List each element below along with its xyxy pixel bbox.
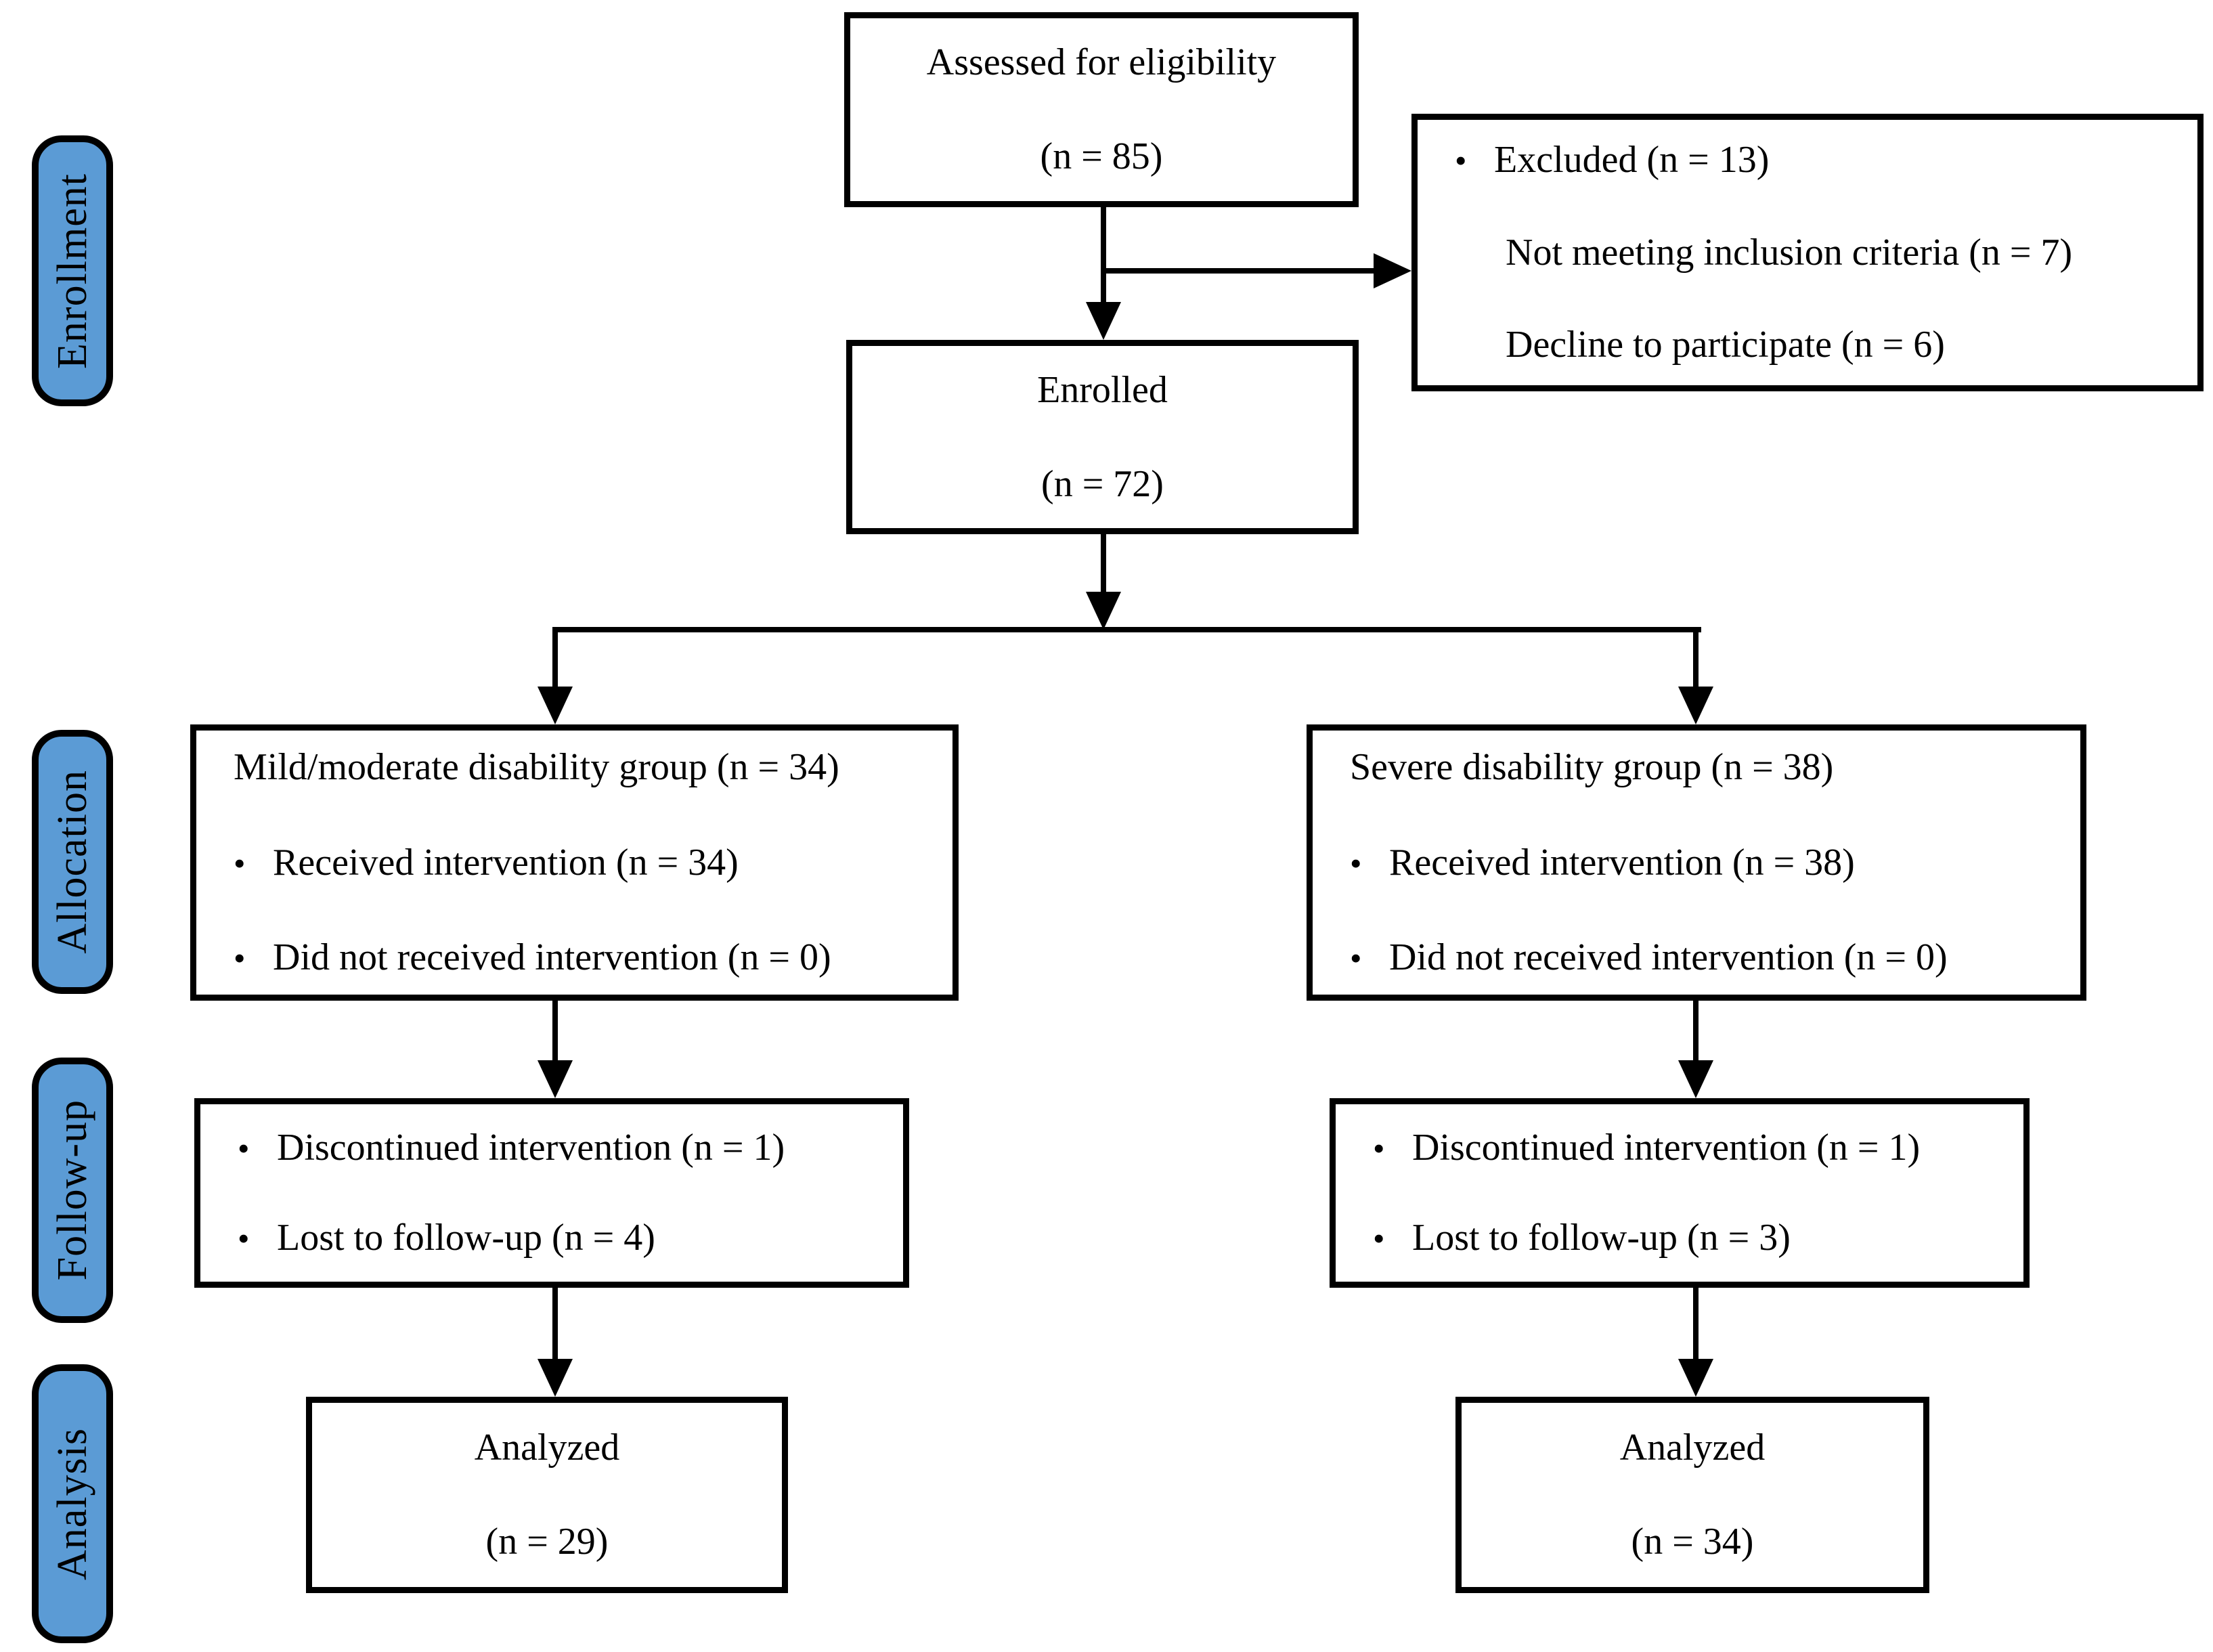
followup-left-bullet-1: Discontinued intervention (n = 1) xyxy=(277,1127,785,1169)
stage-label-allocation: Allocation xyxy=(32,730,113,994)
allocation-right-bullet-2-row: • Did not received intervention (n = 0) xyxy=(1350,938,2067,978)
followup-right-bullet-2: Lost to follow-up (n = 3) xyxy=(1412,1217,1791,1259)
stage-label-followup: Follow-up xyxy=(32,1058,113,1323)
excluded-box: • Excluded (n = 13) Not meeting inclusio… xyxy=(1411,114,2204,391)
connector-followup-to-analyzed-left xyxy=(552,1288,558,1363)
followup-mild-moderate-box: • Discontinued intervention (n = 1) • Lo… xyxy=(194,1098,909,1288)
analyzed-mild-moderate-box: Analyzed (n = 29) xyxy=(306,1397,788,1593)
allocation-left-title: Mild/moderate disability group (n = 34) xyxy=(234,745,839,788)
stage-label-enrollment: Enrollment xyxy=(32,135,113,406)
arrowhead-right-icon xyxy=(1374,253,1411,288)
allocation-right-bullet-2: Did not received intervention (n = 0) xyxy=(1389,936,1948,979)
excluded-title: Excluded (n = 13) xyxy=(1494,138,1770,181)
allocation-right-title: Severe disability group (n = 38) xyxy=(1350,745,1834,788)
analyzed-severe-box: Analyzed (n = 34) xyxy=(1455,1397,1929,1593)
excluded-reason-1: Not meeting inclusion criteria (n = 7) xyxy=(1506,231,2073,274)
followup-right-bullet-1-row: • Discontinued intervention (n = 1) xyxy=(1373,1128,2010,1168)
followup-right-bullet-1: Discontinued intervention (n = 1) xyxy=(1412,1127,1921,1169)
excluded-title-row: • Excluded (n = 13) xyxy=(1455,138,2184,181)
allocation-left-bullet-2: Did not received intervention (n = 0) xyxy=(273,936,831,979)
arrowhead-down-icon xyxy=(1678,1060,1713,1098)
followup-left-bullet-1-row: • Discontinued intervention (n = 1) xyxy=(238,1128,890,1168)
bullet-icon: • xyxy=(238,1219,250,1257)
connector-enrolled-to-split xyxy=(1101,534,1106,596)
allocation-right-bullet-1-row: • Received intervention (n = 38) xyxy=(1350,841,2067,884)
arrowhead-down-icon xyxy=(1678,1359,1713,1397)
arrowhead-down-icon xyxy=(1086,592,1121,630)
connector-split-to-allocation-left xyxy=(552,627,558,691)
allocation-left-bullet-1-row: • Received intervention (n = 34) xyxy=(234,841,939,884)
allocation-left-bullet-2-row: • Did not received intervention (n = 0) xyxy=(234,938,939,978)
connector-assessed-to-enrolled xyxy=(1101,207,1106,306)
analyzed-left-title: Analyzed xyxy=(474,1427,620,1469)
arrowhead-down-icon xyxy=(538,1060,573,1098)
arrowhead-down-icon xyxy=(538,687,573,724)
bullet-icon: • xyxy=(1350,844,1362,882)
stage-label-allocation-text: Allocation xyxy=(49,770,95,954)
bullet-icon: • xyxy=(1373,1129,1385,1168)
bullet-icon: • xyxy=(234,939,246,978)
analyzed-right-title: Analyzed xyxy=(1619,1427,1766,1469)
allocation-left-bullet-1: Received intervention (n = 34) xyxy=(273,841,739,884)
bullet-icon: • xyxy=(1350,939,1362,978)
connector-to-excluded xyxy=(1101,268,1376,274)
stage-label-enrollment-text: Enrollment xyxy=(49,173,95,369)
arrowhead-down-icon xyxy=(1678,687,1713,724)
stage-label-analysis: Analysis xyxy=(32,1364,113,1643)
connector-allocation-to-followup-right xyxy=(1693,1001,1699,1064)
enrolled-box: Enrolled (n = 72) xyxy=(846,340,1359,534)
allocation-severe-box: Severe disability group (n = 38) • Recei… xyxy=(1307,724,2086,1001)
followup-severe-box: • Discontinued intervention (n = 1) • Lo… xyxy=(1330,1098,2030,1288)
connector-followup-to-analyzed-right xyxy=(1693,1288,1699,1363)
allocation-mild-moderate-box: Mild/moderate disability group (n = 34) … xyxy=(190,724,959,1001)
excluded-reason-2: Decline to participate (n = 6) xyxy=(1506,324,1945,366)
connector-allocation-to-followup-left xyxy=(552,1001,558,1064)
assessed-title: Assessed for eligibility xyxy=(926,41,1277,84)
bullet-icon: • xyxy=(1373,1219,1385,1257)
assessed-count: (n = 85) xyxy=(1040,135,1163,177)
split-line xyxy=(552,627,1701,632)
stage-label-analysis-text: Analysis xyxy=(49,1427,95,1580)
allocation-right-bullet-1: Received intervention (n = 38) xyxy=(1389,841,1855,884)
bullet-icon: • xyxy=(1455,141,1467,179)
assessed-for-eligibility-box: Assessed for eligibility (n = 85) xyxy=(844,12,1359,207)
followup-right-bullet-2-row: • Lost to follow-up (n = 3) xyxy=(1373,1218,2010,1258)
followup-left-bullet-2: Lost to follow-up (n = 4) xyxy=(277,1217,655,1259)
followup-left-bullet-2-row: • Lost to follow-up (n = 4) xyxy=(238,1218,890,1258)
enrolled-count: (n = 72) xyxy=(1041,462,1164,505)
connector-split-to-allocation-right xyxy=(1693,627,1699,691)
analyzed-right-count: (n = 34) xyxy=(1631,1521,1754,1563)
enrolled-title: Enrolled xyxy=(1037,368,1168,411)
analyzed-left-count: (n = 29) xyxy=(485,1521,609,1563)
stage-label-followup-text: Follow-up xyxy=(49,1100,95,1281)
bullet-icon: • xyxy=(238,1129,250,1168)
arrowhead-down-icon xyxy=(538,1359,573,1397)
bullet-icon: • xyxy=(234,844,246,882)
arrowhead-down-icon xyxy=(1086,302,1121,340)
